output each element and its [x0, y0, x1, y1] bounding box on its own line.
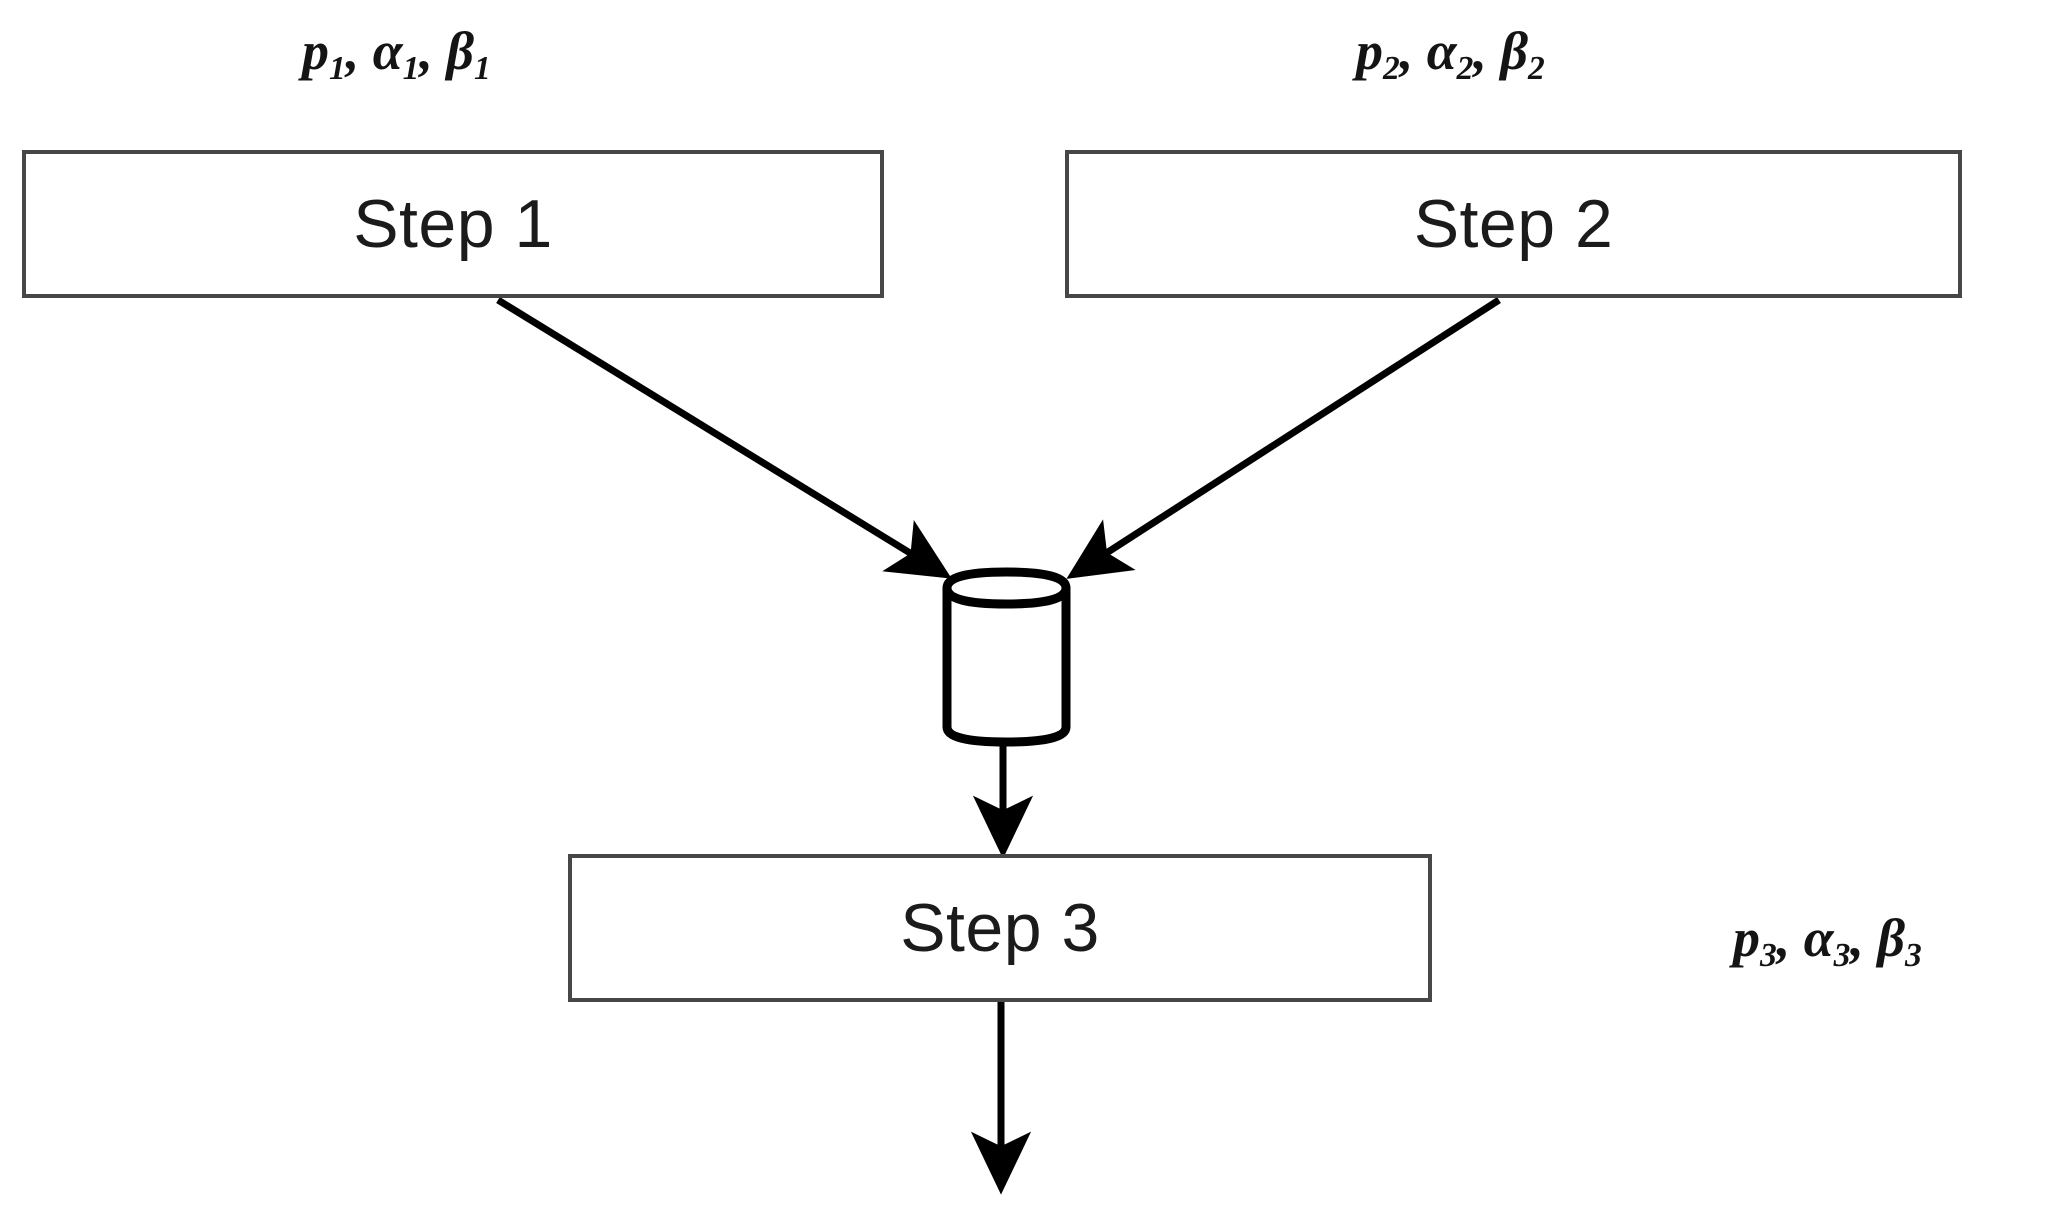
- param-beta-symbol: β: [1877, 908, 1906, 968]
- buffer-cylinder-shape: [942, 567, 1071, 747]
- params-step2-label: p2, α2, β2: [1356, 21, 1545, 85]
- param-comma-2: ,: [1850, 908, 1864, 968]
- node-step2-label: Step 2: [1413, 186, 1614, 262]
- param-p-symbol: p: [1733, 908, 1760, 968]
- param-p-subscript: 1: [329, 50, 346, 88]
- param-alpha-subscript: 2: [1456, 50, 1474, 88]
- param-p-subscript: 2: [1383, 50, 1400, 88]
- param-comma-2: ,: [419, 21, 433, 81]
- param-alpha-subscript: 1: [402, 50, 420, 88]
- param-comma-1: ,: [345, 21, 360, 81]
- node-step1[interactable]: Step 1: [22, 150, 884, 298]
- param-alpha-symbol: α: [1803, 908, 1834, 968]
- param-comma-1: ,: [1776, 908, 1791, 968]
- edge-step1-buffer: [496, 297, 952, 579]
- param-alpha-symbol: α: [372, 21, 403, 81]
- param-beta-subscript: 1: [474, 50, 491, 88]
- param-p-symbol: p: [302, 21, 329, 81]
- param-beta-subscript: 2: [1528, 50, 1545, 88]
- param-p-subscript: 3: [1760, 937, 1777, 975]
- param-comma-2: ,: [1473, 21, 1487, 81]
- node-step2[interactable]: Step 2: [1065, 150, 1962, 298]
- param-p-symbol: p: [1356, 21, 1383, 81]
- param-comma-1: ,: [1399, 21, 1414, 81]
- edge-step2-buffer: [1066, 297, 1501, 579]
- node-step1-label: Step 1: [353, 186, 553, 262]
- node-step3-label: Step 3: [900, 890, 1100, 966]
- param-beta-subscript: 3: [1905, 937, 1922, 975]
- param-alpha-subscript: 3: [1833, 937, 1851, 975]
- params-step3-label: p3, α3, β3: [1733, 908, 1922, 972]
- param-beta-symbol: β: [446, 21, 475, 81]
- params-step1-label: p1, α1, β1: [302, 21, 491, 85]
- param-alpha-symbol: α: [1426, 21, 1457, 81]
- param-beta-symbol: β: [1500, 21, 1529, 81]
- node-step3[interactable]: Step 3: [568, 854, 1432, 1002]
